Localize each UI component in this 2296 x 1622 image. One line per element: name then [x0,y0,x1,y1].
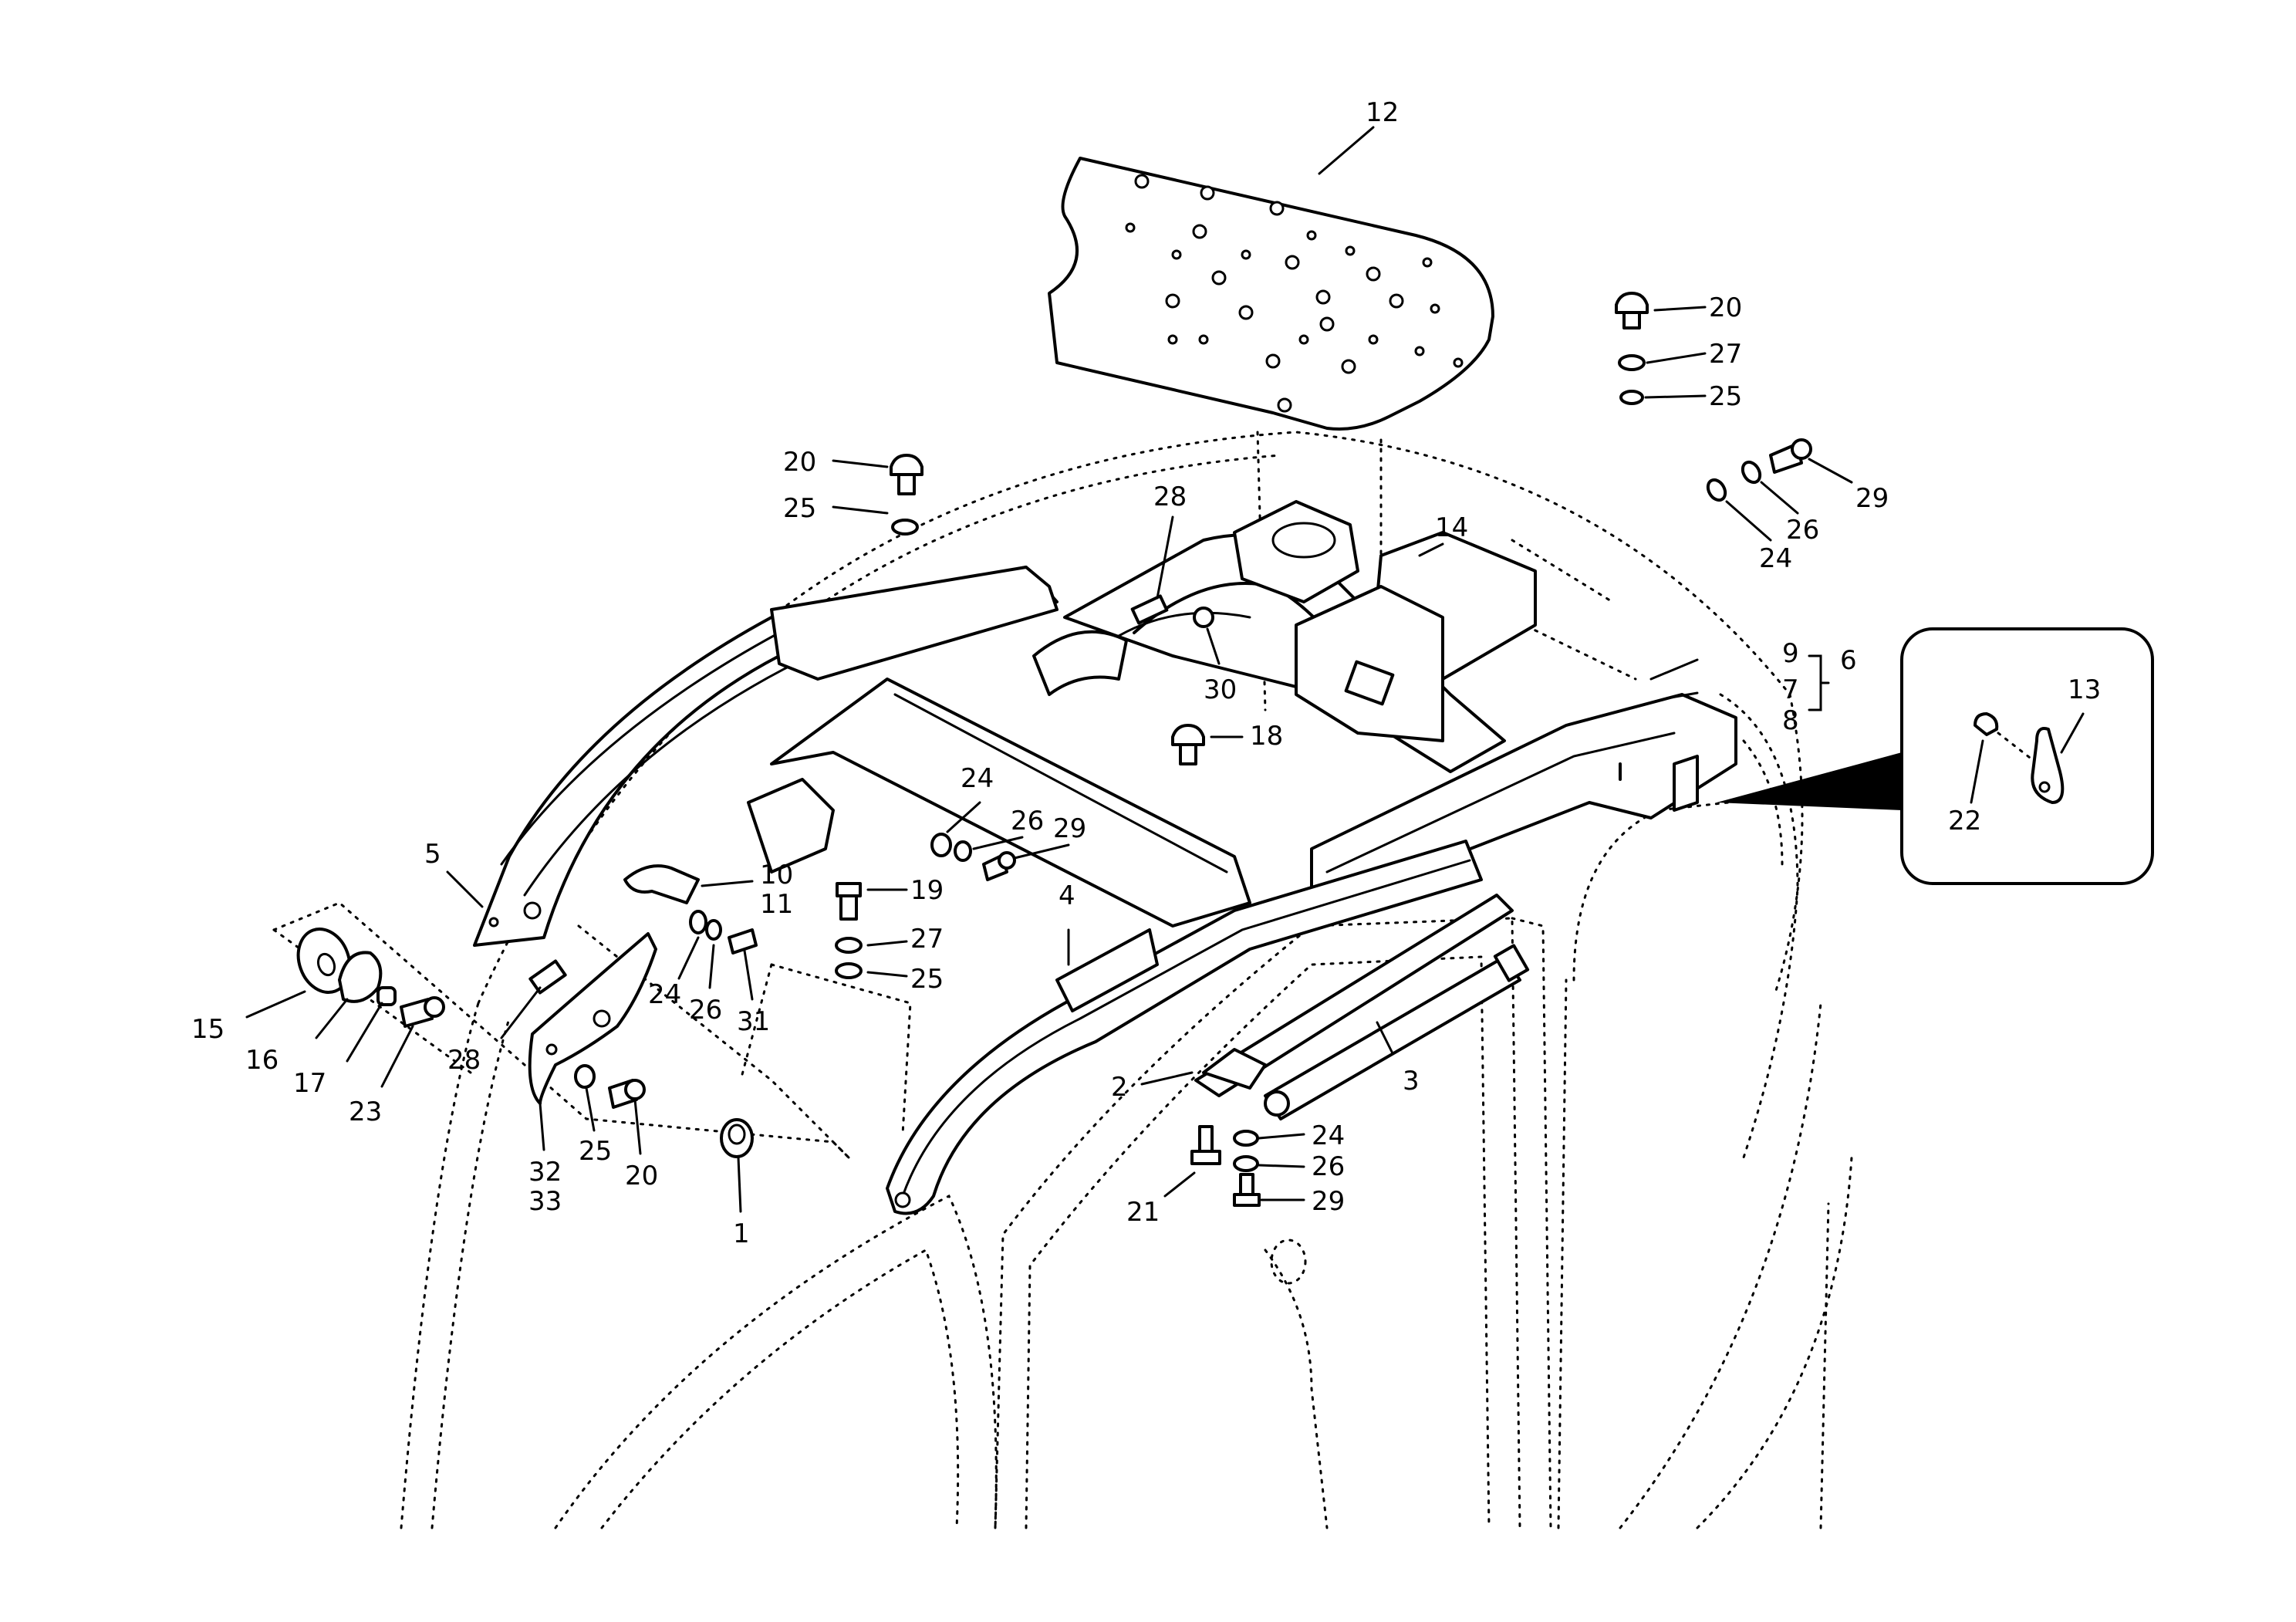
callout-28-lower: 28 [447,1045,481,1076]
washer-26-left [705,919,722,941]
callout-25-lower-left: 25 [579,1136,612,1167]
hardware-parts [296,292,1812,1285]
bolt-18 [1171,724,1205,765]
washer-27-centre [835,937,863,954]
clip-10 [623,864,700,904]
callout-23: 23 [349,1097,382,1127]
callout-30: 30 [1204,674,1237,705]
bolt-29-lower [1233,1173,1261,1207]
callout-20-top-middle: 20 [783,447,816,478]
callout-16: 16 [245,1045,279,1076]
washer-26-centre [954,840,972,862]
callout-26-upper-right: 26 [1786,515,1819,546]
callout-19: 19 [910,875,944,906]
bolt-20-top-middle [890,454,923,495]
washer-26-lower [1233,1155,1259,1172]
washer-24-centre [930,833,952,857]
callout-20-lower-left: 20 [625,1161,658,1191]
bolt-19 [836,882,862,921]
callout-24-upper-right: 24 [1759,543,1792,574]
callout-29-upper-right: 29 [1855,483,1889,514]
bolt-31 [728,928,758,955]
washer-25-right [1619,390,1644,405]
callout-17: 17 [293,1068,326,1099]
bolt-21 [1190,1125,1221,1165]
callout-26-left: 26 [689,995,722,1026]
detail-inset [1717,627,2154,885]
callout-2: 2 [1111,1072,1128,1103]
callout-21: 21 [1126,1197,1160,1228]
roof-frame-assembly [473,500,1737,1215]
callout-33: 33 [528,1186,562,1217]
callout-26-lower: 26 [1312,1151,1345,1182]
bolt-30 [1193,607,1214,628]
callout-25-right: 25 [1709,381,1742,412]
plate-28-lower [528,959,567,995]
callout-3: 3 [1403,1066,1420,1097]
callout-29-centre: 29 [1053,813,1086,844]
top-panel-holes [1125,174,1464,413]
callout-10: 10 [760,860,793,890]
callout-14: 14 [1435,512,1468,543]
callout-26-centre: 26 [1011,806,1044,836]
callout-7: 7 [1782,674,1799,705]
leader-lines [245,126,2085,1213]
callout-27-right: 27 [1709,339,1742,370]
callout-24-left: 24 [648,979,681,1010]
callout-18: 18 [1250,721,1283,752]
callout-1: 1 [733,1218,750,1249]
plate-28-upper [1130,594,1169,625]
washer-25-lower-left [574,1064,596,1089]
nut-17 [376,986,397,1006]
cab-outline [272,431,1853,1529]
washer-25-centre [835,962,863,979]
callout-5: 5 [424,839,441,870]
callout-20-right: 20 [1709,292,1742,323]
callout-8: 8 [1782,705,1799,736]
callout-32: 32 [528,1157,562,1188]
callout-labels: 12 20 27 25 29 26 24 20 25 28 14 30 9 6 … [191,97,2101,1249]
callout-24-centre: 24 [961,763,994,794]
callout-31: 31 [737,1006,770,1037]
callout-15: 15 [191,1014,225,1045]
washer-16 [338,951,383,1003]
callout-28-upper: 28 [1153,482,1187,512]
callout-27-centre: 27 [910,924,944,955]
callout-22: 22 [1948,806,1981,836]
callout-9: 9 [1782,638,1799,669]
bolt-20-right [1615,292,1649,329]
top-panel-part-12 [1048,157,1494,431]
washer-24-lower [1233,1130,1259,1147]
callout-12: 12 [1366,97,1399,128]
washer-27-right [1618,354,1646,371]
callout-25-top-middle: 25 [783,493,816,524]
callout-24-lower: 24 [1312,1120,1345,1151]
washer-25-top-middle [891,519,919,536]
callout-25-centre: 25 [910,964,944,995]
callout-11: 11 [760,889,793,920]
callout-6: 6 [1840,645,1857,676]
washer-24-left [689,910,707,934]
callout-13: 13 [2068,674,2101,705]
callout-29-lower: 29 [1312,1186,1345,1217]
bolt-22 [1974,712,1999,736]
callout-4: 4 [1059,880,1075,911]
washer-26-upper-right [1741,460,1762,485]
washer-24-upper-right [1706,478,1727,502]
